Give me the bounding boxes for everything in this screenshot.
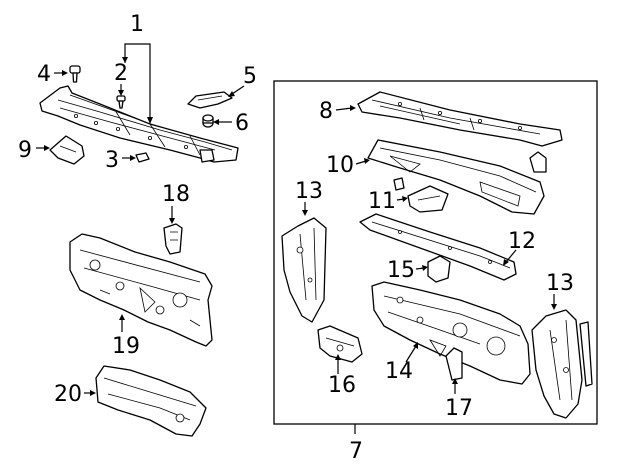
callout-11: 11	[368, 189, 396, 214]
clip-icon[interactable]	[116, 95, 126, 109]
callout-18: 18	[162, 182, 190, 207]
callout-3: 3	[105, 148, 119, 173]
leader-lines	[36, 43, 557, 396]
cowl-lower-panel[interactable]	[367, 139, 547, 215]
callout-20: 20	[54, 382, 82, 407]
callout-15: 15	[387, 258, 415, 283]
callout-2: 2	[114, 61, 128, 86]
cowl-upper-panel[interactable]	[357, 91, 563, 147]
callout-13-right: 13	[546, 271, 574, 296]
side-panel-left[interactable]	[281, 217, 327, 323]
callout-17: 17	[445, 396, 473, 421]
bracket-icon[interactable]	[187, 91, 233, 109]
side-panel-right[interactable]	[531, 309, 593, 419]
callout-4: 4	[37, 62, 51, 87]
dash-panel-assembly[interactable]	[371, 281, 531, 385]
callout-7: 7	[349, 439, 363, 464]
callout-19: 19	[112, 334, 140, 359]
callout-6: 6	[235, 111, 249, 136]
callout-13-left: 13	[295, 179, 323, 204]
callout-9: 9	[18, 138, 32, 163]
callout-14: 14	[385, 359, 413, 384]
cowl-top-panel[interactable]	[39, 85, 239, 163]
brace-icon[interactable]	[163, 223, 183, 255]
fastener-icon[interactable]	[69, 65, 81, 83]
callout-10: 10	[326, 153, 354, 178]
pad-icon[interactable]	[135, 152, 150, 163]
callout-12: 12	[508, 229, 536, 254]
bracket-icon[interactable]	[427, 255, 451, 283]
assembly-group-frame	[273, 80, 598, 425]
callout-1: 1	[130, 12, 144, 37]
brace-icon[interactable]	[445, 347, 463, 381]
dash-panel[interactable]	[69, 233, 213, 347]
callout-16: 16	[328, 373, 356, 398]
mount-bracket[interactable]	[407, 185, 449, 213]
grommet-icon[interactable]	[202, 114, 214, 128]
reinforcement-bar[interactable]	[359, 213, 517, 281]
seal-icon[interactable]	[49, 135, 85, 165]
callout-labels: 1 2 3 4 5 6 7 8 9 10 11 12 13 13 14 15 1…	[18, 12, 574, 464]
support-bracket[interactable]	[317, 325, 363, 363]
insulator-panel[interactable]	[95, 365, 207, 437]
clip-icon[interactable]	[393, 177, 405, 191]
callout-8: 8	[319, 99, 333, 124]
callout-5: 5	[243, 64, 257, 89]
